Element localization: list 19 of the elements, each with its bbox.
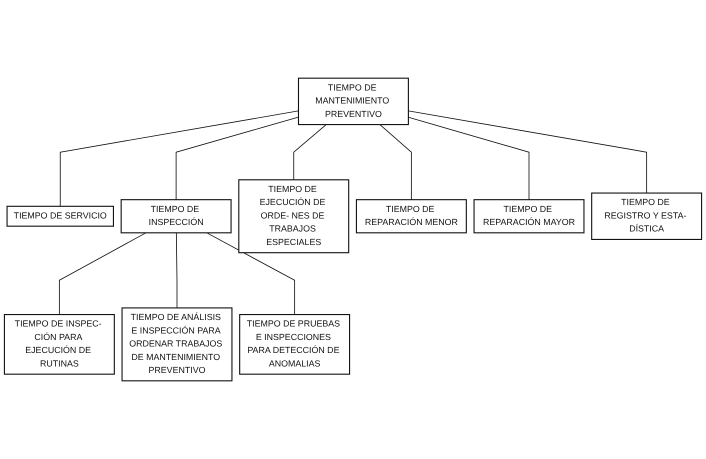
connector [176, 232, 178, 308]
connector [408, 116, 530, 200]
connector [58, 232, 146, 315]
connector [293, 124, 327, 180]
node-box: TIEMPO DE MANTENIMIENTO PREVENTIVO [298, 78, 409, 126]
connector [60, 110, 299, 207]
node-box: TIEMPO DE ANÁLISIS E INSPECCIÓN PARA ORDENAR TRABAJOS DE MANTENIMIENTO PREVENTIVO [122, 307, 232, 382]
node-box: TIEMPO DE REGISTRO Y ESTA- DÍSTICA [591, 192, 702, 240]
connector [379, 124, 412, 200]
node-box: TIEMPO DE REPARACIÓN MAYOR [474, 199, 584, 234]
node-box: TIEMPO DE PRUEBAS E INSPECCIONES PARA DETECCIÓN DE ANOMALIAS [239, 314, 350, 375]
connector [408, 110, 648, 194]
node-box: TIEMPO DE SERVICIO [6, 206, 114, 227]
connector [206, 232, 296, 315]
node-box: TIEMPO DE INSPEC- CIÓN PARA EJECUCIÓN DE RUTINAS [4, 314, 115, 375]
node-box: TIEMPO DE EJECUCIÓN DE ORDE- NES DE TRABAJOS ESPECIALES [238, 179, 350, 254]
connector [176, 116, 299, 200]
node-box: TIEMPO DE REPARACIÓN MENOR [356, 199, 467, 234]
node-box: TIEMPO DE INSPECCIÓN [120, 199, 232, 234]
